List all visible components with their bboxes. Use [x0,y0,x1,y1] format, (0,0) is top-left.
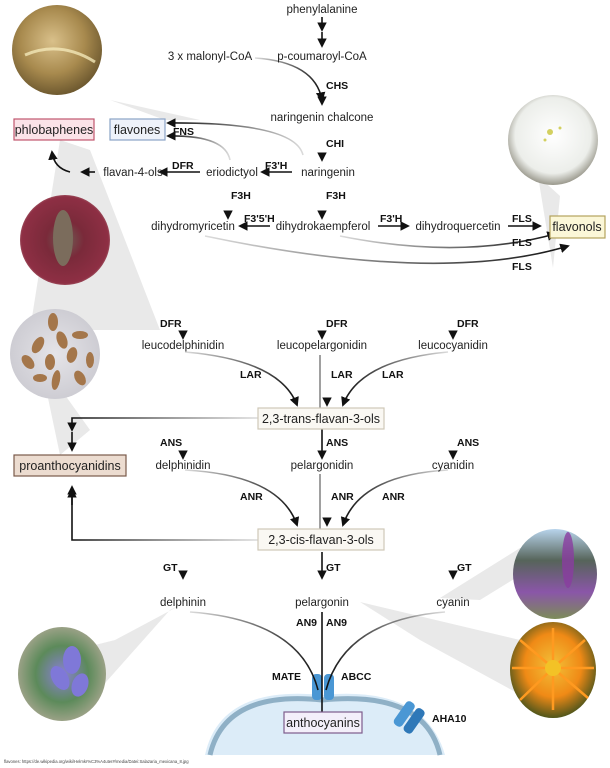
compound-eriodictyol: eriodictyol [206,167,258,179]
enzyme-chs: CHS [326,80,348,92]
seeds [21,313,94,390]
box-anthocyanins[interactable]: anthocyanins [283,711,363,734]
enzyme-ans: ANS [457,437,479,449]
enzyme-dfr: DFR [457,318,479,330]
compound-leucocyanidin: leucocyanidin [418,340,488,352]
compound-naringenin: naringenin [301,167,355,179]
enzyme-abcc: ABCC [341,671,372,683]
compound-phenylalanine: phenylalanine [287,4,358,16]
enzyme-f3prime-h: F3'H [380,213,402,225]
box-flavonols[interactable]: flavonols [549,215,606,239]
enzyme-labels: CHS CHI FNS DFR F3'H F3H F3H F3'5'H F3'H… [160,80,532,725]
compound-leucopelargonidin: leucopelargonidin [277,340,367,352]
compound-flavan-4-ols: flavan-4-ols [103,167,163,179]
enzyme-anr: ANR [382,491,405,503]
compound-dihydroquercetin: dihydroquercetin [415,221,500,233]
box-label: phlobaphenes [15,123,94,137]
enzyme-f3prime-h: F3'H [265,160,287,172]
box-label: 2,3-trans-flavan-3-ols [262,412,380,426]
compound-dihydrokaempferol: dihydrokaempferol [276,221,371,233]
box-flavones[interactable]: flavones [109,118,166,141]
box-label: 2,3-cis-flavan-3-ols [268,533,374,547]
enzyme-dfr: DFR [172,160,194,172]
enzyme-fls: FLS [512,261,532,273]
compound-leucodelphinidin: leucodelphinidin [142,340,224,352]
compound-naringenin-chalcone: naringenin chalcone [271,112,374,124]
enzyme-lar: LAR [382,369,404,381]
compound-labels: phenylalanine 3 x malonyl-CoA p-coumaroy… [103,4,500,609]
enzyme-lar: LAR [240,369,262,381]
enzyme-gt: GT [163,562,178,574]
enzyme-ans: ANS [160,437,182,449]
enzyme-fls: FLS [512,237,532,249]
box-label: flavonols [552,220,601,234]
compound-malonyl-coa: 3 x malonyl-CoA [168,51,253,63]
box-label: proanthocyanidins [19,459,120,473]
reaction-arrows [48,17,570,725]
box-label: anthocyanins [286,716,360,730]
compound-pelargonin: pelargonin [295,597,349,609]
enzyme-ans: ANS [326,437,348,449]
compound-dihydromyricetin: dihydromyricetin [151,221,235,233]
compound-coumaroyl-coa: p-coumaroyl-CoA [277,51,367,63]
compound-pelargonidin: pelargonidin [291,460,354,472]
white-blossom-photo [508,95,598,185]
enzyme-gt: GT [457,562,472,574]
enzyme-chi: CHI [326,138,344,150]
enzyme-an9: AN9 [296,617,317,629]
compound-cyanidin: cyanidin [432,460,474,472]
image-credit-footer: flavones: https://de.wikipedia.org/wiki/… [4,759,189,764]
enzyme-dfr: DFR [160,318,182,330]
enzyme-f35h: F3'5'H [244,213,275,225]
box-trans-flavan-3-ols[interactable]: 2,3-trans-flavan-3-ols [257,407,385,430]
box-label: flavones [114,123,161,137]
enzyme-anr: ANR [240,491,263,503]
enzyme-dfr: DFR [326,318,348,330]
compound-delphinidin: delphinidin [156,460,211,472]
enzyme-gt: GT [326,562,341,574]
box-phlobaphenes[interactable]: phlobaphenes [13,118,95,141]
enzyme-fls: FLS [512,213,532,225]
enzyme-fns: FNS [173,126,194,138]
compound-delphinin: delphinin [160,597,206,609]
enzyme-lar: LAR [331,369,353,381]
enzyme-aha10: AHA10 [432,713,467,725]
enzyme-an9: AN9 [326,617,347,629]
enzyme-anr: ANR [331,491,354,503]
foxglove-photo [513,529,597,619]
box-cis-flavan-3-ols[interactable]: 2,3-cis-flavan-3-ols [257,528,385,551]
enzyme-mate: MATE [272,671,301,683]
enzyme-f3h: F3H [326,190,346,202]
aha10-transporter [393,701,425,734]
compound-cyanin: cyanin [436,597,469,609]
enzyme-f3h: F3H [231,190,251,202]
box-proanthocyanidins[interactable]: proanthocyanidins [13,454,127,477]
